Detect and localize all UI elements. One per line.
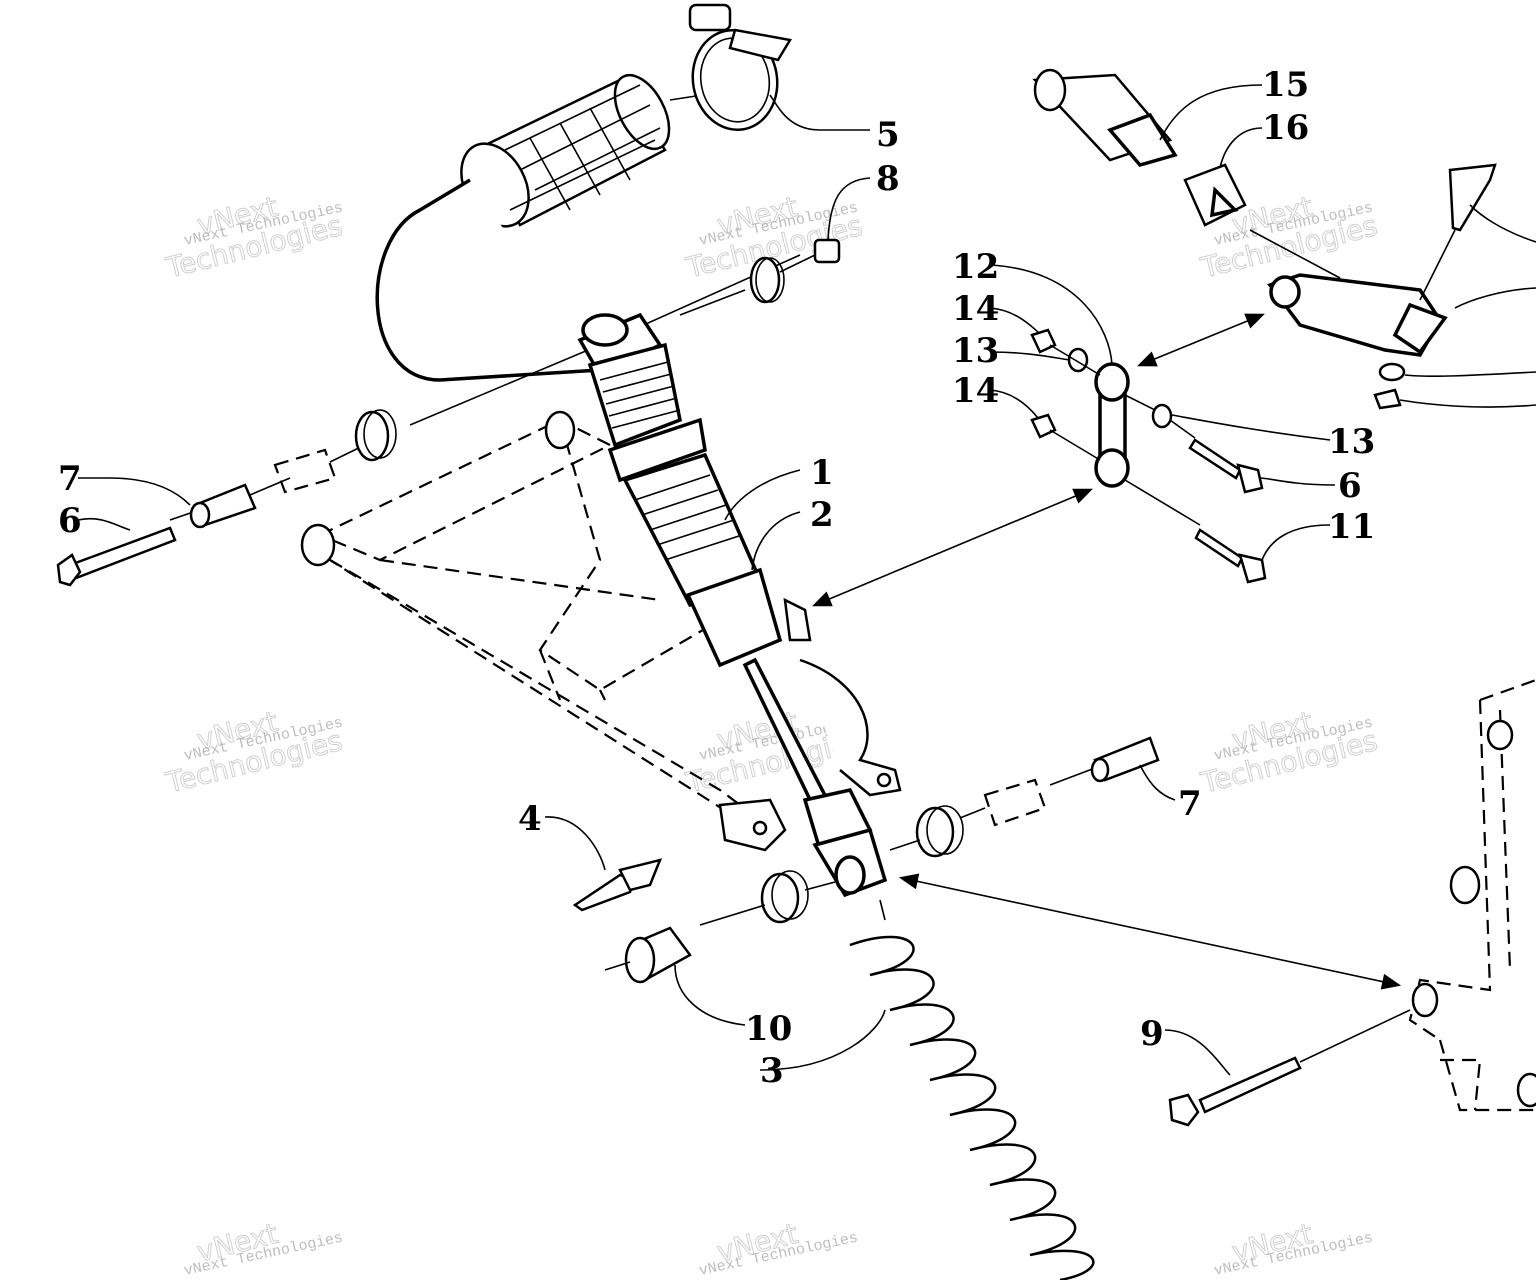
callout-6a: 6	[58, 501, 82, 541]
callout-7a: 7	[58, 459, 82, 499]
assembly-arrows	[812, 313, 1402, 990]
chassis-bracket	[1408, 678, 1536, 1112]
coil-spring	[849, 935, 1095, 1280]
callout-7b: 7	[1178, 784, 1202, 824]
bolts	[56, 526, 1411, 1127]
callout-16: 16	[1262, 108, 1309, 148]
callout-8: 8	[876, 159, 900, 199]
callout-13b: 13	[1328, 422, 1375, 462]
grease-fitting	[572, 858, 663, 912]
callout-14a: 14	[952, 289, 999, 329]
callout-13a: 13	[952, 331, 999, 371]
callout-14b: 14	[952, 371, 999, 411]
callout-5: 5	[876, 115, 900, 155]
watermark-large: vNext Technologies	[162, 189, 346, 285]
a-arm-frame	[300, 410, 902, 852]
callout-1: 1	[810, 453, 834, 493]
bushings	[169, 238, 1160, 984]
callout-4: 4	[518, 799, 542, 839]
hose-clamp	[688, 3, 793, 132]
leader-lines	[77, 84, 1536, 1076]
watermark-large: vNext Technologies	[1197, 704, 1381, 800]
callout-labels: 1 2 3 4 5 6 6 7 7 8 9 10 11 12 13 13 14 …	[58, 65, 1375, 1091]
callout-6b: 6	[1338, 466, 1362, 506]
shock-absorber	[409, 254, 888, 921]
watermark-large: vNext Technologies	[162, 704, 346, 800]
linkage-assembly	[1030, 328, 1267, 584]
callout-3: 3	[760, 1051, 784, 1091]
rocker-arm	[1032, 68, 1497, 410]
callout-12: 12	[952, 247, 999, 287]
callout-15: 15	[1262, 65, 1309, 105]
callout-9: 9	[1140, 1014, 1164, 1054]
callout-11: 11	[1328, 507, 1375, 547]
callout-10: 10	[745, 1009, 792, 1049]
shock-reservoir	[375, 73, 736, 382]
callout-2: 2	[810, 495, 834, 535]
